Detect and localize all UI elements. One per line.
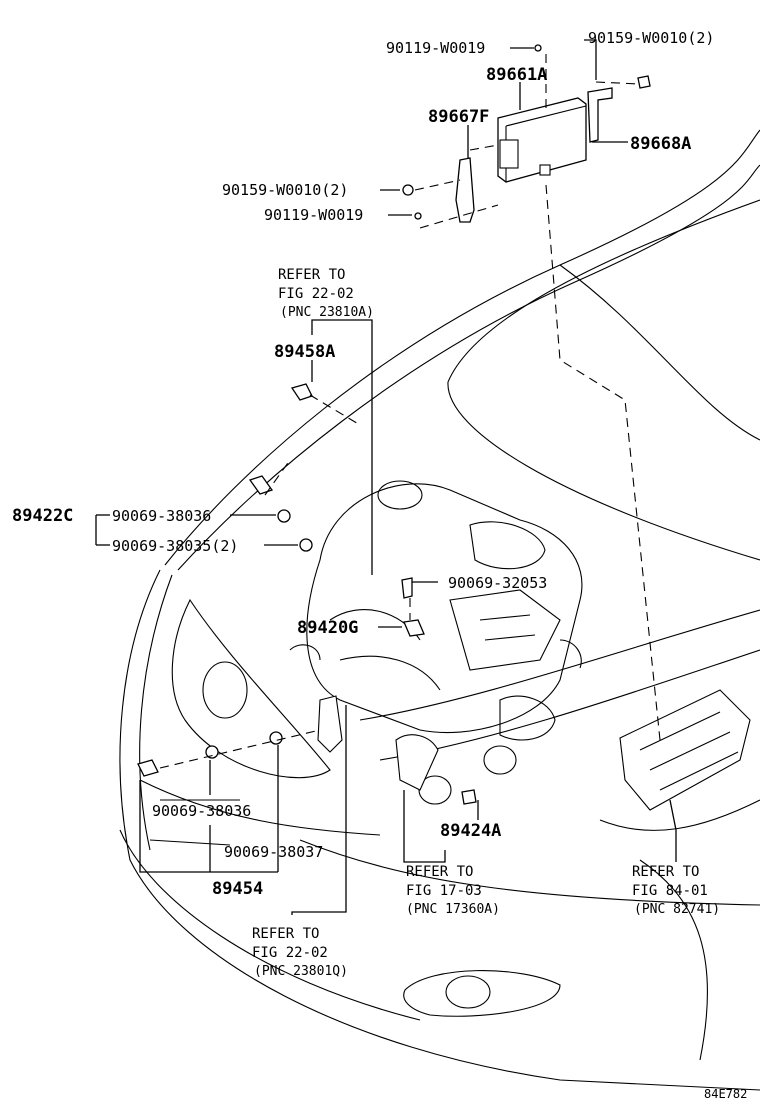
label-bracket-left[interactable]: 89667F [428, 107, 489, 127]
label-bracket-right[interactable]: 89668A [630, 134, 691, 154]
label-ecu-bolt-top[interactable]: 90159-W0010(2) [588, 29, 714, 47]
label-sensor-89424A[interactable]: 89424A [440, 821, 501, 841]
label-ecu-bolt-left[interactable]: 90159-W0010(2) [222, 181, 348, 199]
sensor-89422C-part[interactable] [248, 475, 274, 495]
label-gasket-38037[interactable]: 90069-38037 [224, 843, 323, 861]
sensor-89424A-part[interactable] [461, 789, 477, 805]
label-gasket-38035[interactable]: 90069-38035(2) [112, 537, 238, 555]
ref3-line1: REFER TO [632, 864, 699, 880]
ref4-line2: FIG 22-02 [252, 945, 328, 961]
ecu-screw-left-part[interactable] [414, 212, 422, 220]
ref1-line2: FIG 22-02 [278, 286, 354, 302]
leader-lines [95, 39, 677, 915]
bracket-left[interactable] [455, 157, 475, 223]
label-sensor-89454[interactable]: 89454 [212, 879, 263, 899]
ecu-bolt-left-part[interactable] [402, 184, 414, 196]
ref-fig-22-02-bottom[interactable]: REFER TO FIG 22-02 (PNC 23801Q) [252, 926, 348, 979]
label-sensor-89420G[interactable]: 89420G [297, 618, 358, 638]
ref1-line3: (PNC 23810A) [280, 305, 374, 320]
label-ecu[interactable]: 89661A [486, 65, 547, 85]
ecu-bolt-top-part[interactable] [637, 75, 651, 89]
sensor-89420G-part[interactable] [403, 619, 425, 637]
ref3-line2: FIG 84-01 [632, 883, 708, 899]
ref1-line1: REFER TO [278, 267, 345, 283]
ref2-line1: REFER TO [406, 864, 473, 880]
label-bolt-32053[interactable]: 90069-32053 [448, 574, 547, 592]
ref-fig-17-03[interactable]: REFER TO FIG 17-03 (PNC 17360A) [406, 864, 500, 917]
harness-component [317, 695, 439, 791]
gasket-38035-part[interactable] [299, 538, 313, 552]
ref-fig-22-02-top[interactable]: REFER TO FIG 22-02 (PNC 23810A) [278, 267, 374, 320]
ref2-line2: FIG 17-03 [406, 883, 482, 899]
label-ecu-screw-left[interactable]: 90119-W0019 [264, 206, 363, 224]
label-gasket-38036-b[interactable]: 90069-38036 [152, 802, 251, 820]
sensor-89458A-part[interactable] [290, 383, 313, 401]
label-ecu-screw-top[interactable]: 90119-W0019 [386, 39, 485, 57]
ref2-line3: (PNC 17360A) [406, 902, 500, 917]
gasket-38036-b-part[interactable] [205, 745, 219, 759]
ref3-line3: (PNC 82741) [634, 902, 720, 917]
ref4-line1: REFER TO [252, 926, 319, 942]
bolt-32053-part[interactable] [401, 577, 413, 599]
ref-fig-84-01[interactable]: REFER TO FIG 84-01 (PNC 82741) [632, 864, 720, 917]
ecu-screw-top-part[interactable] [534, 44, 542, 52]
ref4-line3: (PNC 23801Q) [254, 964, 348, 979]
label-sensor-89422C[interactable]: 89422C [12, 506, 73, 526]
gasket-38037-part[interactable] [269, 731, 283, 745]
ecu-module[interactable] [497, 97, 587, 183]
figure-code: 84E782 [704, 1087, 747, 1101]
bracket-right[interactable] [587, 87, 613, 143]
fuse-block-component [619, 689, 751, 811]
sensor-89454-part[interactable] [137, 759, 159, 777]
label-gasket-38036-a[interactable]: 90069-38036 [112, 507, 211, 525]
reference-labels: REFER TO FIG 22-02 (PNC 23810A) REFER TO… [252, 267, 720, 979]
gasket-38036-a-part[interactable] [277, 509, 291, 523]
engine-artwork [289, 480, 583, 805]
vehicle-body-outline [119, 129, 760, 1091]
part-labels: 90119-W0019 90159-W0010(2) 89661A 89667F… [12, 29, 714, 899]
label-sensor-89458A[interactable]: 89458A [274, 342, 335, 362]
